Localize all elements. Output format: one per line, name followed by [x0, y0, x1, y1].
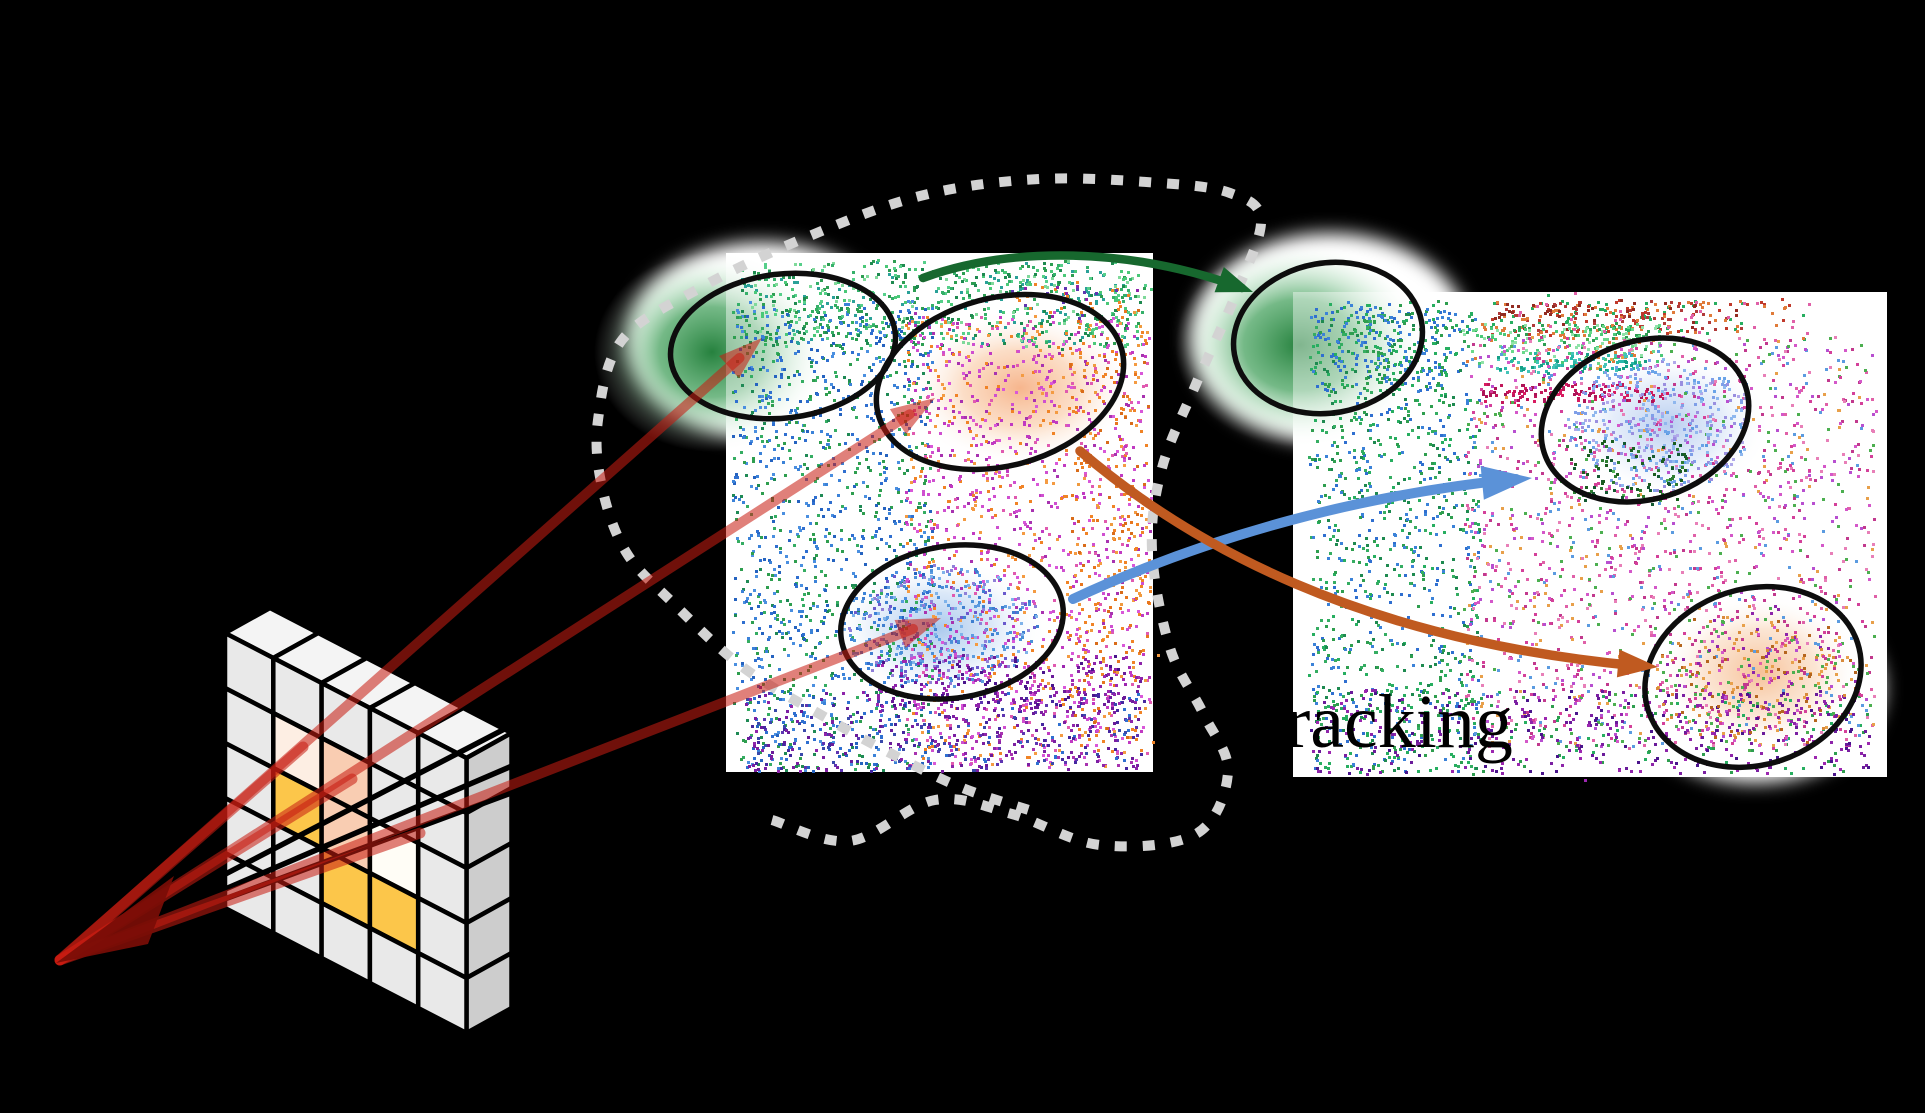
green-tracking-arrow — [918, 251, 1247, 293]
blue-tracking-arrow-head — [1480, 465, 1532, 500]
blue-tracking-arrow-group — [1068, 465, 1532, 604]
dashed-lasso — [591, 173, 1266, 852]
frame-t1-pointcloud-points — [1308, 292, 1878, 782]
green-tracking-arrow-group — [918, 251, 1253, 293]
ray-to-green-gaussian-head — [719, 338, 762, 379]
orange-tracking-arrow-head — [1616, 649, 1658, 678]
orange-tracking-arrow — [1075, 446, 1643, 671]
ray-to-blue-gaussian-head — [894, 618, 941, 648]
ray-to-orange-gaussian-head — [889, 398, 935, 435]
camera-center-wedge — [56, 876, 174, 963]
frame-t-pointcloud — [594, 242, 1160, 773]
green-gaussian-blob — [1175, 243, 1425, 447]
blue-gaussian-ellipse — [837, 542, 1067, 702]
ray-to-orange-gaussian — [55, 409, 915, 965]
blue-gaussian-ellipse — [1538, 335, 1752, 505]
frame-t1-pointcloud — [1175, 233, 1887, 783]
ray-to-blue-gaussian — [55, 623, 919, 965]
green-gaussian-ellipse — [1230, 259, 1426, 417]
blue-tracking-arrow — [1068, 474, 1521, 604]
orange-tracking-arrow-group — [1075, 446, 1658, 678]
green-gaussian-ellipse — [667, 270, 899, 422]
ray-to-green-gaussian — [55, 352, 745, 965]
lasso-group — [591, 173, 1266, 852]
camera-rays — [54, 338, 941, 966]
green-tracking-arrow-head — [1214, 266, 1253, 293]
orange-gaussian-ellipse — [1642, 583, 1864, 771]
orange-gaussian-ellipse — [873, 291, 1127, 473]
tracking-label: racking — [1285, 680, 1513, 764]
